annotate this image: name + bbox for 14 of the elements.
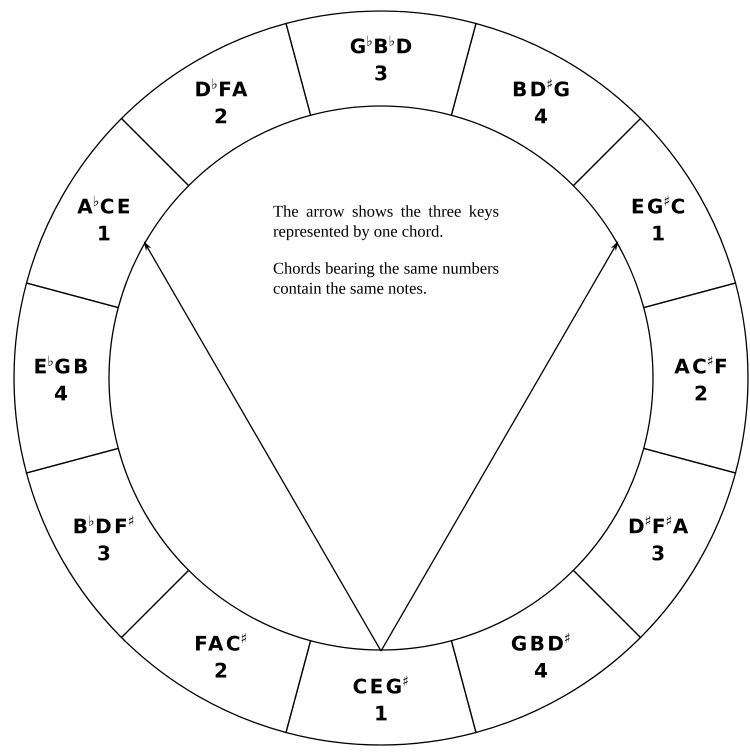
ring-segment: E$^{♭}$GB 4 bbox=[13, 282, 119, 474]
ring-segment: CEG$^{♯}$ 1 bbox=[285, 640, 477, 746]
ring-segment: B$^{♭}$DF$^{♯}$ 3 bbox=[26, 448, 190, 638]
ring-segment: D$^{♭}$FA 2 bbox=[120, 22, 312, 186]
note-text: Chords bearing the same numbers contain the same notes. bbox=[274, 262, 498, 294]
ring-segment: G$^{♭}$B$^{♭}$D 3 bbox=[285, 10, 477, 116]
ring-segment: D$^{♯}$F$^{♯}$A 3 bbox=[572, 448, 736, 638]
ring-segment: A$^{♭}$CE 1 bbox=[26, 118, 190, 308]
note-text: The arrow shows the three keys represented by one chord. bbox=[273, 205, 498, 240]
ring-segment: EG$^{♯}$C 1 bbox=[572, 118, 736, 308]
ring-segment: AC$^{♯}$F 2 bbox=[643, 282, 749, 474]
ring-segment: BD$^{♯}$G 4 bbox=[450, 22, 642, 186]
ring-segment: GBD$^{♯}$ 4 bbox=[450, 570, 642, 734]
ring-segment: FAC$^{♯}$ 2 bbox=[120, 570, 312, 734]
